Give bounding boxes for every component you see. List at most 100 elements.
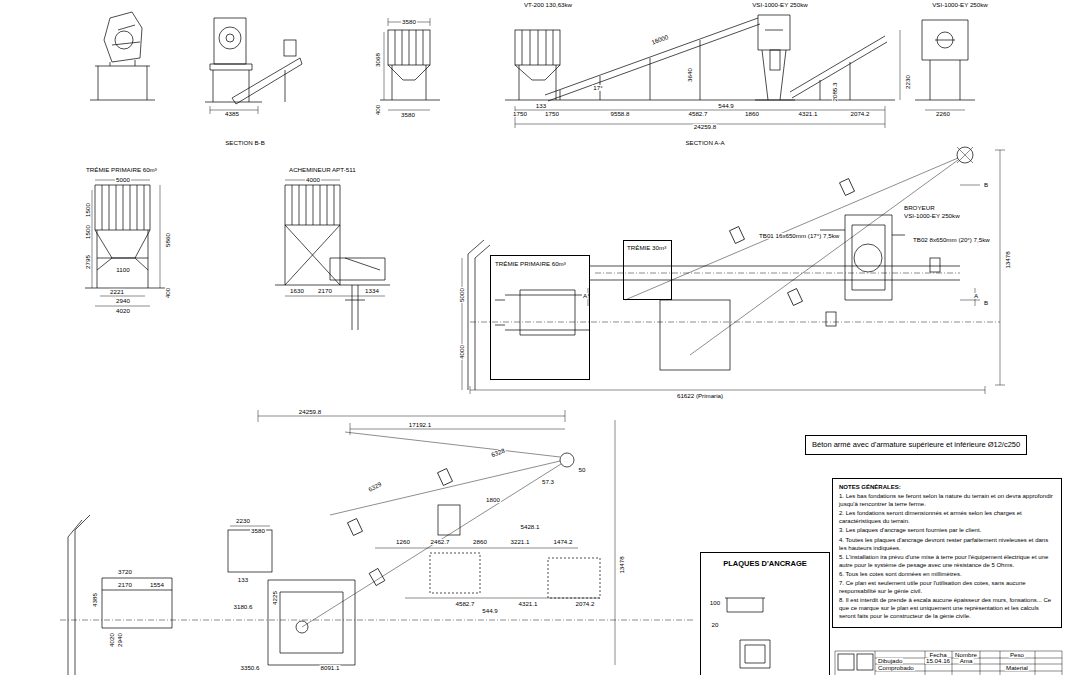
drawing-label: VSI-1000-EY 250kw xyxy=(931,2,989,8)
dimension-value: 4385 xyxy=(224,111,240,117)
center-line xyxy=(470,273,1000,322)
dimension-value: 1750 xyxy=(544,111,560,117)
radiating-line xyxy=(625,158,958,355)
crusher-plan xyxy=(820,215,905,300)
pivot-circle xyxy=(957,147,973,163)
node-text: 5. L'installation ira prévu d'une mise à… xyxy=(839,554,1055,570)
drawing-label: B xyxy=(983,300,989,306)
drawing-label: A xyxy=(582,293,588,299)
dimension-value: 3350.6 xyxy=(240,665,261,671)
notes-box: NOTES GÉNÉRALES:1. Les bas fondations se… xyxy=(832,478,1062,628)
crusher-rotor xyxy=(115,31,133,49)
dimension-value: 4000 xyxy=(459,344,465,360)
crusher-side-view xyxy=(104,12,142,62)
drawing-label: ACHEMINEUR APT-511 xyxy=(288,167,357,173)
dimension-value: 4000 xyxy=(305,177,321,183)
crusher-rotor xyxy=(937,32,953,48)
dimension-value: 2074.2 xyxy=(850,111,871,117)
dimension-value: 2170 xyxy=(317,288,333,294)
dimension-value: 100 xyxy=(709,600,721,606)
dimension-value: 8091.1 xyxy=(320,665,341,671)
anchor-plate-profile xyxy=(725,598,770,668)
crusher-motor xyxy=(770,50,780,70)
crusher-end-view xyxy=(915,20,975,100)
drawing-label: TB01 16x650mm (17°) 7,5kw xyxy=(758,233,840,239)
conveyor-tb01 xyxy=(545,18,760,101)
dimension-value: 4582.7 xyxy=(455,601,476,607)
dimension-value: 2230 xyxy=(235,518,251,524)
support-pad xyxy=(788,289,803,306)
note-box: Béton armé avec d'armature supérieure et… xyxy=(805,435,1027,455)
crusher-frame xyxy=(90,60,155,100)
dimension-value: 1500 xyxy=(85,202,91,218)
notes-heading: NOTES GÉNÉRALES: xyxy=(839,484,1055,492)
support-pad xyxy=(930,258,940,272)
dimension-value: 50 xyxy=(578,467,587,473)
small-hopper xyxy=(284,40,296,56)
dimension-value: 3068 xyxy=(375,52,381,68)
dimension-value: 17° xyxy=(592,85,603,91)
feeder-wheel xyxy=(219,27,241,49)
support-pad xyxy=(348,519,363,536)
dimension-value: 2074.2 xyxy=(575,601,596,607)
dimension-value: 1334 xyxy=(364,288,380,294)
drawing-label: Dibujado xyxy=(877,658,903,664)
radiating-line xyxy=(302,432,561,627)
drawing-label: VT-200 130,63kw xyxy=(523,2,573,8)
node-text: 4. Toutes les plaques d'ancrage devront … xyxy=(839,537,1055,553)
dimension-value: 1474.2 xyxy=(553,539,574,545)
dimension-value: 133 xyxy=(535,103,547,109)
hopper-plan-box: TRÉMIE PRIMAIRE 60m³ xyxy=(490,255,590,380)
node-text: 6. Tous les cotes sont données en millim… xyxy=(839,571,1055,579)
dimension-value: 2221 xyxy=(109,289,125,295)
dimension-value: 1630 xyxy=(289,288,305,294)
drawing-label: Peso xyxy=(1009,652,1025,658)
dimension-value: 15.04.16 xyxy=(925,658,951,664)
dimension-value: 5860 xyxy=(165,232,171,248)
dimension-value: 57.3 xyxy=(541,479,555,485)
dimension-value: 2085.3 xyxy=(832,82,838,103)
dimension-value: 4225 xyxy=(272,590,278,606)
drawing-label: B xyxy=(983,182,989,188)
dimension-value: 17192.1 xyxy=(408,422,432,428)
dimension-value: 13478 xyxy=(619,555,625,574)
node-text: 3. Les plaques d'ancrage seront fournies… xyxy=(839,527,1055,535)
dimension-value: 1500 xyxy=(85,224,91,240)
foundation-square xyxy=(548,558,600,598)
dimension-value: 544.9 xyxy=(481,608,498,614)
dimension-value: 1750 xyxy=(512,111,528,117)
primary-hopper-plan xyxy=(495,290,590,335)
retaining-wall xyxy=(468,240,490,390)
node-text: 7. Ce plan est seulement utile pour l'ut… xyxy=(839,580,1055,596)
conveyor-tb02 xyxy=(790,36,887,100)
dimension-value: 2462.7 xyxy=(430,539,451,545)
dimension-value: 400 xyxy=(375,104,381,116)
dimension-value: 3580 xyxy=(401,19,417,25)
drawing-label: 61622 (Primaria) xyxy=(676,393,724,399)
drawing-label: TB02 8x650mm (20°) 7,5kw xyxy=(912,237,991,243)
hopper-plan-box: TRÉMIE 30m³ xyxy=(623,240,672,300)
drawing-label: Comprobado xyxy=(877,665,915,671)
dimension-value: 5000 xyxy=(459,287,465,303)
support-pad xyxy=(826,312,836,326)
dimension-value: 4321.1 xyxy=(798,111,819,117)
dimension-value: 16000 xyxy=(650,34,670,46)
dimension-value: 4582.7 xyxy=(688,111,709,117)
node-text: 1. Les bas fondations se feront selon la… xyxy=(839,493,1055,509)
dimension-line xyxy=(384,18,430,110)
foundation-square xyxy=(268,580,355,665)
support-pad xyxy=(369,568,385,585)
drawing-label: SECTION B-B xyxy=(224,140,266,146)
support-pad xyxy=(730,227,745,244)
dimension-value: 13478 xyxy=(1005,250,1011,269)
dimension-line xyxy=(285,180,385,296)
drawing-label: Material xyxy=(1005,665,1029,671)
detail-panel: PLAQUES D'ANCRAGE xyxy=(700,552,830,675)
title-block-grid xyxy=(835,651,1062,675)
drawing-label: VSI-1000-EY 250kw xyxy=(903,213,961,219)
foundation-square xyxy=(660,300,730,370)
support-pad xyxy=(438,469,453,486)
dimension-value: 4020 xyxy=(109,632,115,648)
node-text: 8. Il est interdit de prende à escala au… xyxy=(839,597,1055,620)
